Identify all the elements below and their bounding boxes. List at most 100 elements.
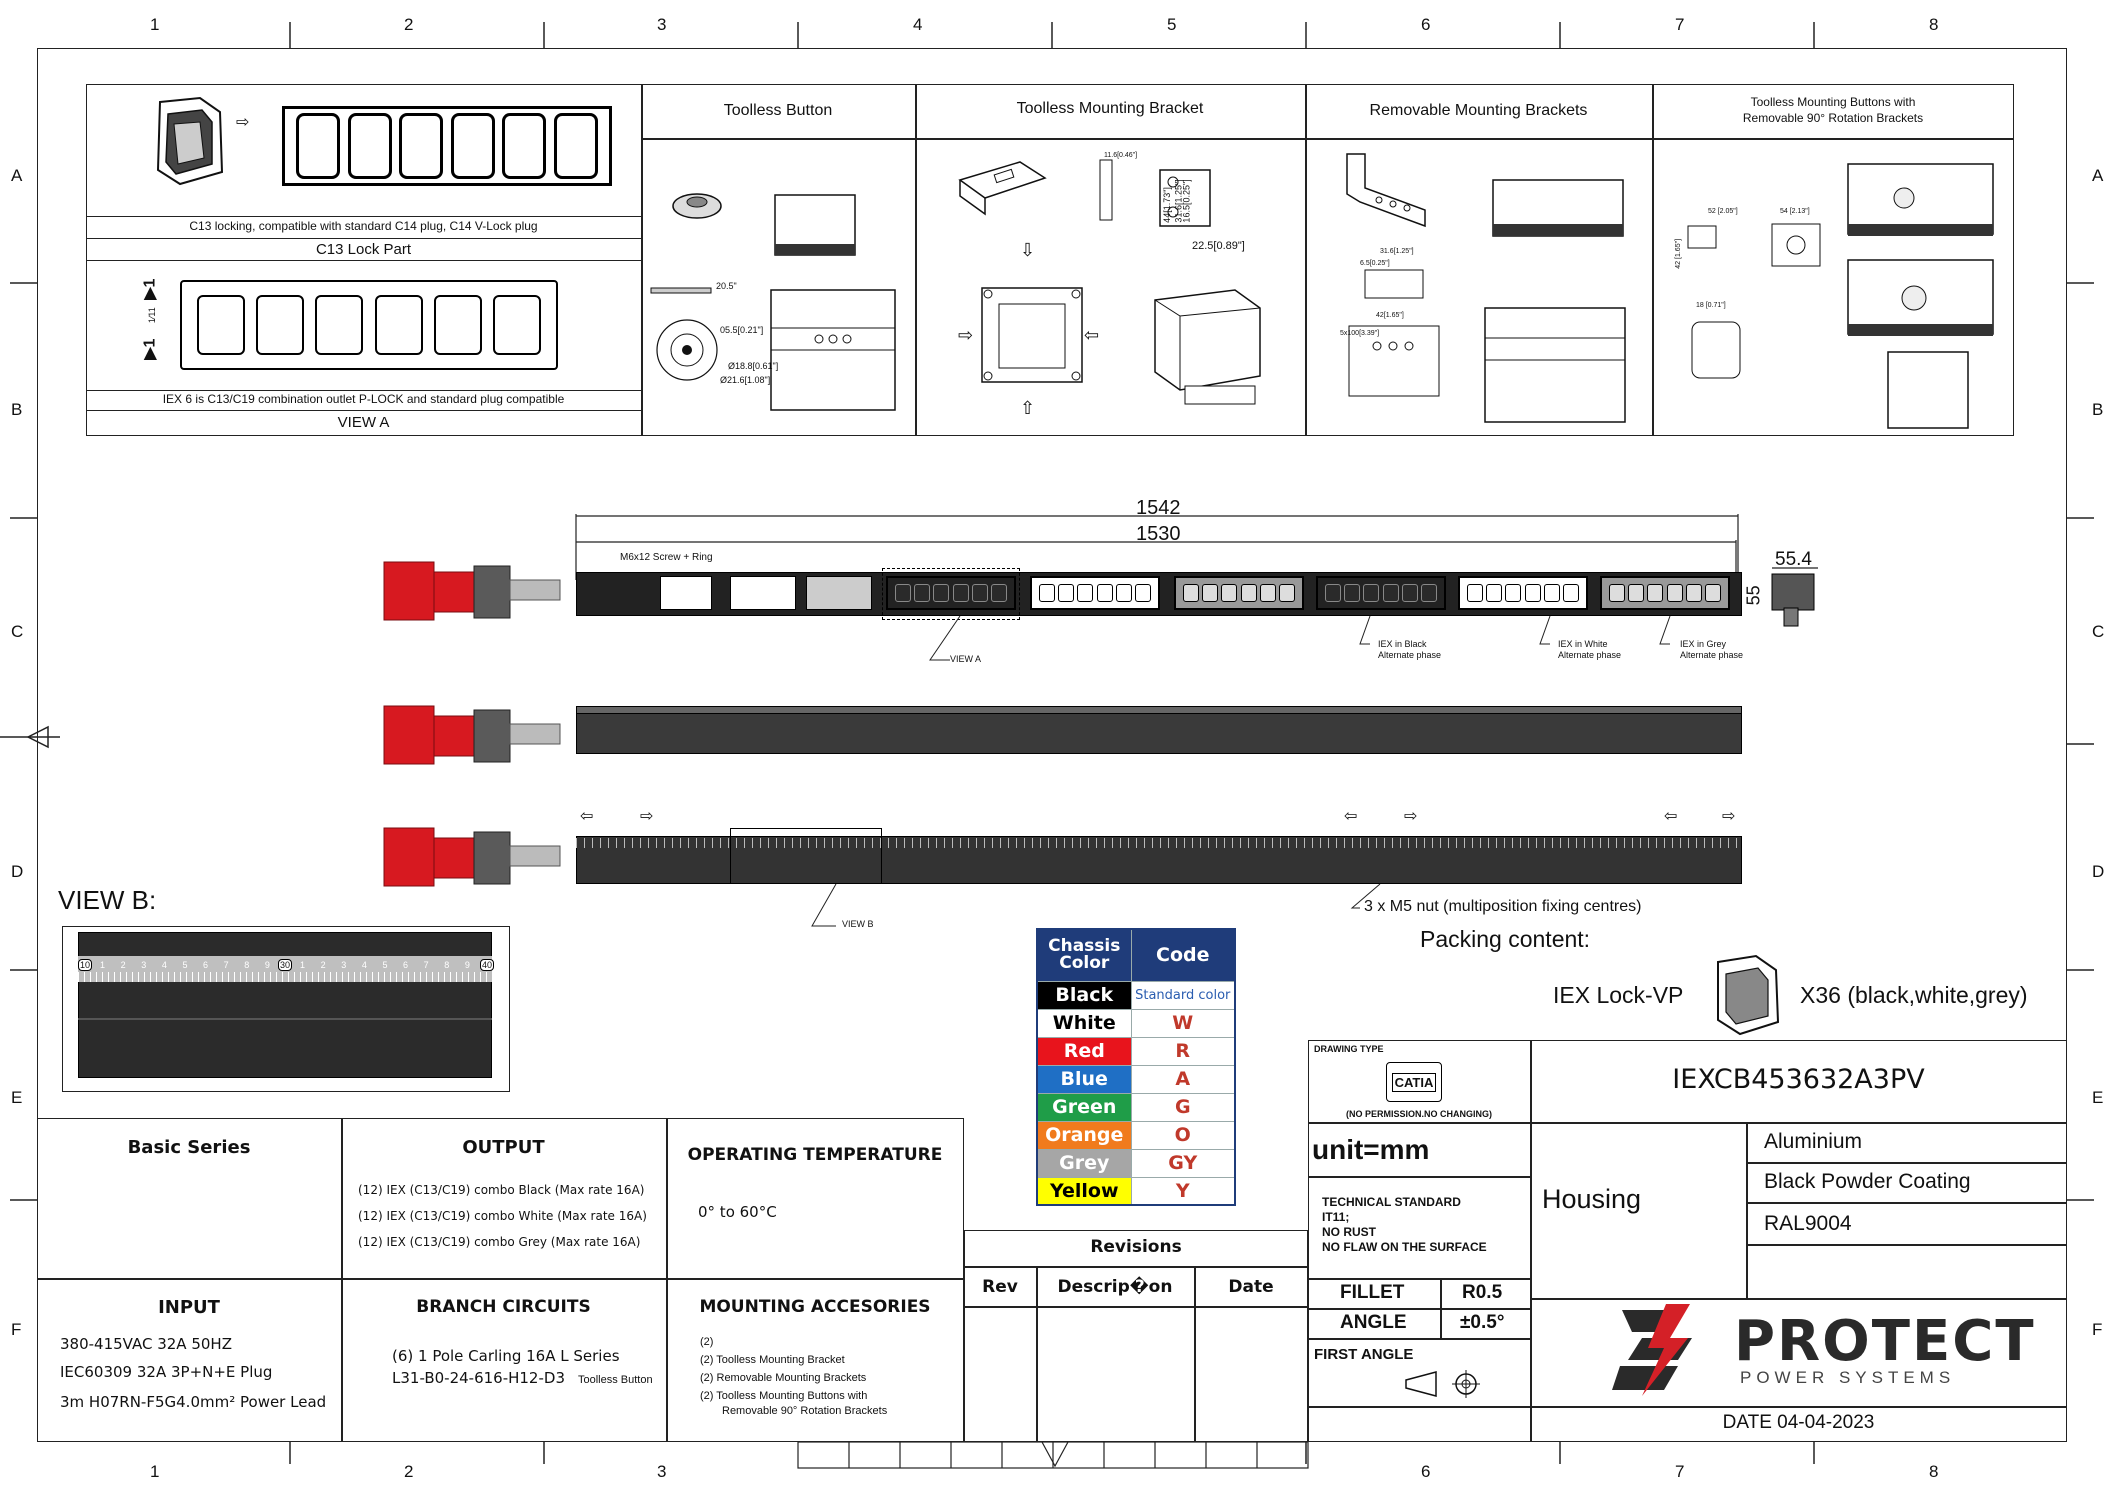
revisions-frame: [964, 1230, 1308, 1442]
branch-line-2: L31-B0-24-616-H12-D3: [392, 1369, 565, 1387]
dim-label: 11.6[0.46"]: [1104, 152, 1138, 159]
iex-white-label-1: IEX in White: [1558, 639, 1608, 649]
unit-label: unit=mm: [1312, 1134, 1430, 1165]
date-header: Date: [1228, 1277, 1274, 1297]
branch-note: Toolless Button: [578, 1374, 653, 1386]
tb-rule: [1308, 1122, 2067, 1124]
outlet-bank-grey: [1600, 576, 1730, 610]
dim-label: 22.5[0.89"]: [1192, 240, 1245, 252]
row-label-e-right: E: [2092, 1088, 2104, 1107]
title-block-frame: [1308, 1040, 2067, 1442]
pdu-side-top-edge: [576, 706, 1742, 714]
outlet-icon: [315, 295, 364, 355]
operating-temperature-title: OPERATING TEMPERATURE: [687, 1145, 943, 1165]
catia-badge: CATIA: [1386, 1062, 1442, 1102]
scale-digit: 6: [203, 960, 209, 970]
scale-marker: 30: [278, 959, 293, 972]
housing-spec: Aluminium: [1764, 1130, 1863, 1153]
col-label-6: 6: [1421, 15, 1431, 34]
branch-line-1: (6) 1 Pole Carling 16A L Series: [392, 1347, 620, 1365]
outlet-bank-white: [1458, 576, 1588, 610]
scale-digit: 4: [361, 960, 367, 970]
chassis-color-code: A: [1130, 1064, 1236, 1094]
rule-1: [86, 216, 641, 217]
packing-item: IEX Lock-VP: [1553, 982, 1684, 1008]
row-label-c-right: C: [2092, 622, 2105, 641]
view-a-reference: VIEW A: [950, 654, 982, 664]
dim-label: 20.5": [716, 281, 737, 291]
dim-label: 16.5[0.25"]: [1181, 179, 1192, 223]
breaker-block: [806, 576, 872, 610]
chassis-color-name: Yellow: [1036, 1176, 1132, 1206]
input-line: 3m H07RN-F5G4.0mm² Power Lead: [60, 1393, 327, 1411]
row-label-c: C: [11, 622, 24, 641]
outlet-icon: [197, 295, 246, 355]
fillet-value: R0.5: [1462, 1282, 1503, 1303]
dim-height: 55: [1743, 585, 1764, 606]
pdu-side-body: [576, 710, 1742, 754]
col-label-6-bottom: 6: [1421, 1462, 1431, 1481]
tech-standard-4: NO FLAW ON THE SURFACE: [1322, 1240, 1487, 1254]
housing-spec: Black Powder Coating: [1764, 1170, 1971, 1193]
rotation-title-1: Toolless Mounting Buttons with: [1750, 95, 1916, 109]
dim-label: 52 [2.05"]: [1708, 208, 1738, 215]
iex-grey-label-2: Alternate phase: [1680, 650, 1744, 660]
row-label-f-right: F: [2092, 1320, 2103, 1339]
dim-overall: 1542: [1136, 497, 1181, 519]
operating-temperature-value: 0° to 60°C: [698, 1203, 777, 1221]
chassis-color-name: Green: [1036, 1092, 1132, 1122]
panel-divider-3: [1305, 84, 1307, 436]
arrow-icon: ⇨: [640, 808, 654, 825]
iex-grey-label-1: IEX in Grey: [1680, 639, 1727, 649]
scale-digit: 5: [182, 960, 188, 970]
scale-digit: 4: [161, 960, 167, 970]
outlet-icon: [492, 295, 541, 355]
col-label-8: 8: [1929, 15, 1939, 34]
scale-digit: 3: [141, 960, 147, 970]
mounting-accessories-title: MOUNTING ACCESORIES: [699, 1297, 931, 1317]
rule-3: [86, 260, 641, 261]
panel-divider-4: [1652, 84, 1654, 436]
tech-standard-2: IT11;: [1322, 1210, 1350, 1224]
right-arrow-icon: ⇨: [958, 325, 974, 345]
permission-note: (NO PERMISSION.NO CHANGING): [1345, 1109, 1492, 1119]
toolless-button-title: Toolless Button: [723, 102, 833, 119]
scale-digit: 2: [320, 960, 326, 970]
col-label-7: 7: [1675, 15, 1685, 34]
panel-divider-1: [641, 84, 643, 436]
breaker-block: [660, 576, 712, 610]
chassis-color-name: White: [1036, 1008, 1132, 1038]
col-label-7-bottom: 7: [1675, 1462, 1685, 1481]
arrow-icon: ⇦: [1344, 808, 1358, 825]
chassis-color-name: Grey: [1036, 1148, 1132, 1178]
lock-caption: C13 locking, compatible with standard C1…: [189, 219, 538, 233]
view-b-frame: [62, 926, 510, 1092]
tb-rule: [1308, 1406, 2067, 1408]
row-label-d: D: [11, 862, 24, 881]
specs-divider: [341, 1118, 343, 1442]
scale-digit: 1: [300, 960, 306, 970]
rotation-brackets-drawing: [1687, 163, 1994, 429]
chassis-color-name: Orange: [1036, 1120, 1132, 1150]
arrow-icon: ⇦: [580, 808, 594, 825]
revisions-title: Revisions: [1090, 1237, 1182, 1257]
col-label-2-bottom: 2: [404, 1462, 414, 1481]
tb-rule: [1308, 1278, 1530, 1280]
removable-brackets-drawing: [1346, 153, 1626, 423]
iex-white-label-2: Alternate phase: [1558, 650, 1622, 660]
outlet-icon: [347, 113, 392, 179]
fillet-label: FILLET: [1340, 1282, 1405, 1303]
scale-digit: 6: [403, 960, 409, 970]
output-title: OUTPUT: [462, 1137, 545, 1158]
mounting-line: Removable 90° Rotation Brackets: [722, 1405, 888, 1417]
screw-note: M6x12 Screw + Ring: [620, 552, 713, 563]
dim-label: 42[1.65"]: [1376, 312, 1404, 319]
tb-rule: [1308, 1308, 1530, 1310]
tb-housing-rule: [1746, 1244, 2067, 1246]
